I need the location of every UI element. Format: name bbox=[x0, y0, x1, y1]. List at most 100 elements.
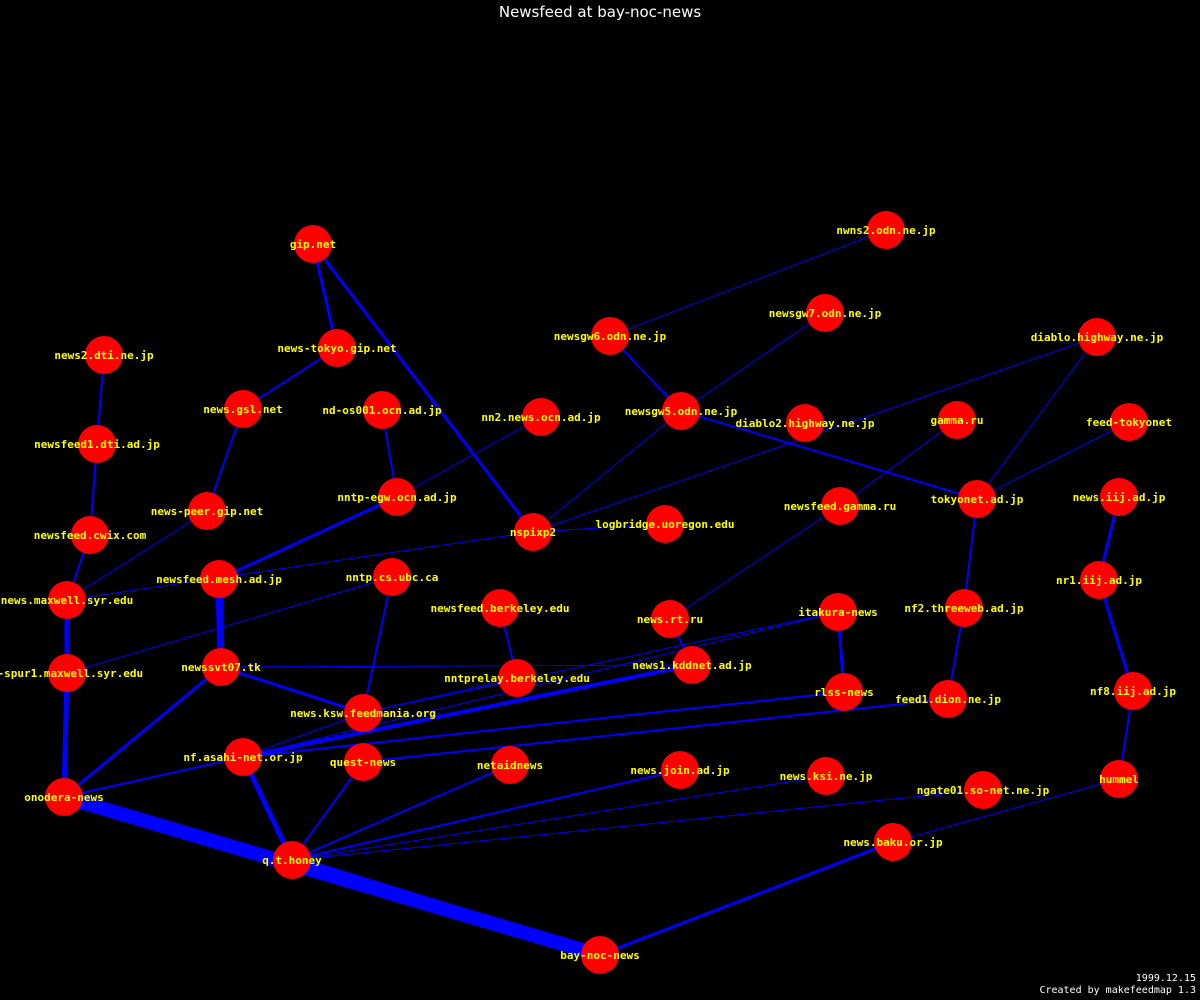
node-newsgw6: newsgw6.odn.ne.jp bbox=[554, 317, 667, 355]
node-nn2: nn2.news.ocn.ad.jp bbox=[481, 398, 601, 436]
node-label: news1.kddnet.ad.jp bbox=[632, 659, 752, 672]
node-label: diablo2.highway.ne.jp bbox=[735, 417, 874, 430]
node-label: newsfeed.berkeley.edu bbox=[430, 602, 569, 615]
node-feedtokyonet: feed-tokyonet bbox=[1086, 403, 1172, 441]
node-label: newsgw6.odn.ne.jp bbox=[554, 330, 667, 343]
node-qthoney: q.t.honey bbox=[262, 841, 322, 879]
node-circle bbox=[929, 680, 967, 718]
node-label: newsfeed.cwix.com bbox=[34, 529, 147, 542]
node-newsgw5: newsgw5.odn.ne.jp bbox=[625, 392, 738, 430]
node-label: nntp.cs.ubc.ca bbox=[346, 571, 439, 584]
node-newsmaxwell: news.maxwell.syr.edu bbox=[1, 581, 133, 619]
node-label: diablo.highway.ne.jp bbox=[1031, 331, 1164, 344]
node-label: newsfeed.gamma.ru bbox=[784, 500, 897, 513]
node-newsfeedberkeley: newsfeed.berkeley.edu bbox=[430, 589, 570, 627]
node-circle bbox=[200, 560, 238, 598]
node-circle bbox=[821, 487, 859, 525]
node-circle bbox=[1078, 318, 1116, 356]
node-label: rlss-news bbox=[814, 686, 874, 699]
node-label: e-spur1.maxwell.syr.edu bbox=[0, 667, 143, 680]
node-label: nf.asahi-net.or.jp bbox=[183, 751, 303, 764]
node-circle bbox=[825, 673, 863, 711]
node-circle bbox=[1080, 561, 1118, 599]
node-nfasahi: nf.asahi-net.or.jp bbox=[183, 738, 303, 776]
node-label: bay-noc-news bbox=[560, 949, 639, 962]
node-circle bbox=[294, 225, 332, 263]
node-circle bbox=[71, 516, 109, 554]
edge-newsmaxwell-nspixp2 bbox=[66, 531, 534, 601]
node-newsfeed1dti: newsfeed1.dti.ad.jp bbox=[34, 425, 160, 463]
node-label: nd-os001.ocn.ad.jp bbox=[322, 404, 442, 417]
edge-nfasahi-rlssnews bbox=[242, 691, 845, 758]
footer: 1999.12.15 Created by makefeedmap 1.3 bbox=[1039, 973, 1196, 997]
node-nr1iij: nr1.iij.ad.jp bbox=[1056, 561, 1142, 599]
node-circle bbox=[45, 778, 83, 816]
node-circle bbox=[202, 648, 240, 686]
node-gip: gip.net bbox=[290, 225, 336, 263]
node-newsfeedgamma: newsfeed.gamma.ru bbox=[784, 487, 897, 525]
node-circle bbox=[344, 694, 382, 732]
node-circle bbox=[522, 398, 560, 436]
node-label: news.baku.or.jp bbox=[843, 836, 943, 849]
node-label: news.ksi.ne.jp bbox=[780, 770, 873, 783]
node-circle bbox=[1100, 760, 1138, 798]
edge-newsfeedmesh-nntpegw bbox=[218, 495, 398, 581]
node-circle bbox=[344, 743, 382, 781]
node-newsjoin: news.join.ad.jp bbox=[630, 751, 730, 789]
node-circle bbox=[273, 841, 311, 879]
node-circle bbox=[874, 823, 912, 861]
node-newssvt07: newssvt07.tk bbox=[181, 648, 261, 686]
node-label: tokyonet.ad.jp bbox=[931, 493, 1024, 506]
node-rlssnews: rlss-news bbox=[814, 673, 874, 711]
node-ngate01: ngate01.so-net.ne.jp bbox=[917, 771, 1050, 809]
edge-newsgw5-newsgw7 bbox=[680, 312, 826, 412]
node-label: nf8.iij.ad.jp bbox=[1090, 685, 1176, 698]
node-netaidnews: netaidnews bbox=[477, 746, 543, 784]
node-layer: gip.netnwns2.odn.ne.jpnewsgw7.odn.ne.jpn… bbox=[0, 211, 1176, 974]
node-label: news.maxwell.syr.edu bbox=[1, 594, 133, 607]
node-itakura: itakura-news bbox=[798, 593, 878, 631]
footer-credit: Created by makefeedmap 1.3 bbox=[1039, 985, 1196, 996]
node-circle bbox=[581, 936, 619, 974]
edge-newssvt07-news1kddnet bbox=[220, 664, 693, 668]
node-label: gip.net bbox=[290, 238, 336, 251]
node-label: ngate01.so-net.ne.jp bbox=[917, 784, 1050, 797]
node-circle bbox=[806, 294, 844, 332]
node-newsfeedmesh: newsfeed.mesh.ad.jp bbox=[156, 560, 282, 598]
node-label: nntp-egw.ocn.ad.jp bbox=[337, 491, 457, 504]
node-label: nf2.threeweb.ad.jp bbox=[904, 602, 1024, 615]
node-newstokyo: news-tokyo.gip.net bbox=[277, 329, 397, 367]
node-circle bbox=[786, 404, 824, 442]
node-label: news2.dti.ne.jp bbox=[54, 349, 154, 362]
node-nntpcsubc: nntp.cs.ubc.ca bbox=[346, 558, 439, 596]
edge-qthoney-ngate01 bbox=[291, 789, 984, 861]
edge-nfasahi-newsksw bbox=[242, 712, 364, 758]
edge-newsrtru-newsfeedgamma bbox=[669, 505, 841, 620]
edge-qthoney-newsksi bbox=[291, 775, 827, 861]
node-newsksi: news.ksi.ne.jp bbox=[780, 757, 873, 795]
node-label: news-peer.gip.net bbox=[151, 505, 264, 518]
footer-date: 1999.12.15 bbox=[1135, 973, 1196, 984]
node-circle bbox=[85, 336, 123, 374]
node-circle bbox=[819, 593, 857, 631]
node-circle bbox=[661, 751, 699, 789]
node-label: gamma.ru bbox=[931, 414, 984, 427]
edge-nspixp2-newsgw5 bbox=[532, 410, 682, 533]
edge-newsgw6-nwns2 bbox=[609, 229, 887, 337]
node-label: news.iij.ad.jp bbox=[1073, 491, 1166, 504]
node-label: news.ksw.feedmania.org bbox=[290, 707, 436, 720]
node-label: nspixp2 bbox=[510, 526, 556, 539]
node-newsbaku: news.baku.or.jp bbox=[843, 823, 943, 861]
edge-newsksw-itakura bbox=[362, 611, 839, 714]
node-circle bbox=[481, 589, 519, 627]
node-onodera: onodera-news bbox=[24, 778, 104, 816]
node-label: news.join.ad.jp bbox=[630, 764, 730, 777]
node-tokyonet: tokyonet.ad.jp bbox=[931, 480, 1024, 518]
node-newsrtru: news.rt.ru bbox=[637, 600, 703, 638]
edge-tokyonet-feedtokyonet bbox=[976, 421, 1130, 500]
node-circle bbox=[1114, 672, 1152, 710]
node-label: newsgw5.odn.ne.jp bbox=[625, 405, 738, 418]
node-nspixp2: nspixp2 bbox=[510, 513, 556, 551]
edge-nf8iij-nr1iij bbox=[1097, 579, 1135, 692]
